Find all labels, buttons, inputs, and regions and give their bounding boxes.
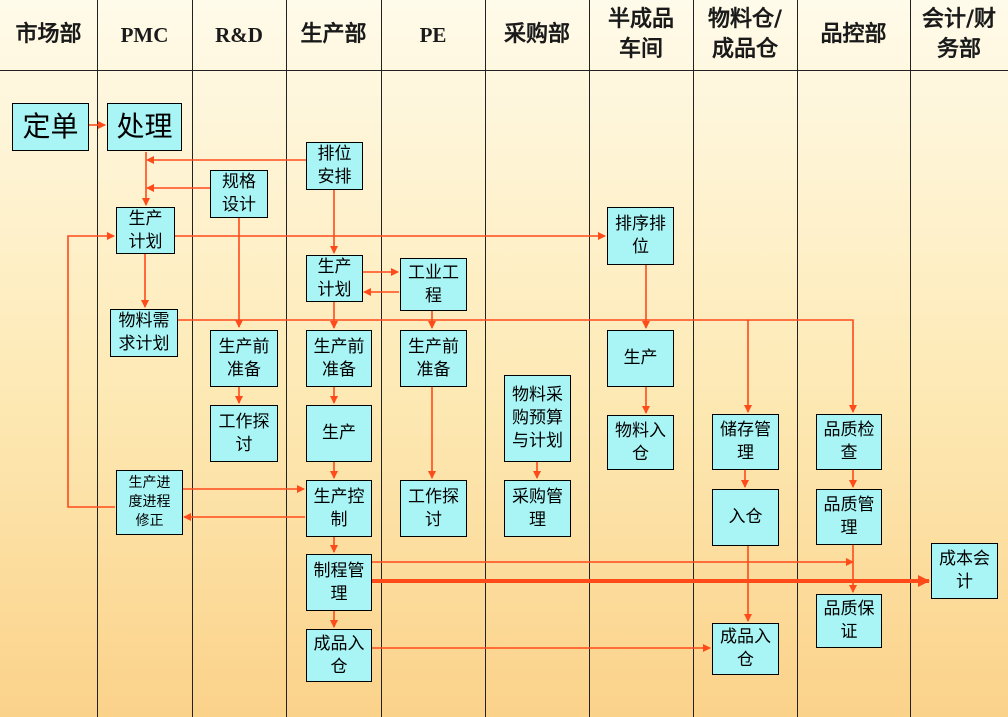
box-progress-fix: 生产进 度进程 修正 (116, 470, 183, 535)
lane-header-pe: PE (419, 23, 447, 47)
box-cost-accounting: 成本会 计 (931, 543, 998, 599)
box-process: 处理 (107, 103, 182, 151)
box-fg-in-prod: 成品入 仓 (306, 629, 372, 682)
box-prod-plan: 生产 计划 (306, 255, 363, 302)
box-schedule: 排位 安排 (306, 142, 363, 190)
box-seq-schedule: 排序排 位 (607, 207, 674, 265)
box-qc-inspect: 品质检 查 (816, 414, 882, 470)
box-rd-prep: 生产前 准备 (210, 330, 278, 387)
box-order: 定单 (12, 103, 89, 151)
box-purchase-budget: 物料采 购预算 与计划 (504, 375, 571, 462)
box-work-discuss-rd: 工作探 讨 (210, 405, 278, 462)
lane-header-qc: 品控部 (820, 22, 887, 47)
lane-divider (910, 0, 911, 717)
box-stock-in: 入仓 (712, 489, 779, 546)
box-qc-assure: 品质保 证 (816, 594, 882, 648)
box-pe-prep: 生产前 准备 (400, 330, 467, 387)
box-prod-prep: 生产前 准备 (306, 330, 372, 387)
lane-divider (797, 0, 798, 717)
box-work-discuss-pe: 工作探 讨 (400, 480, 467, 537)
box-fg-in-warehouse: 成品入 仓 (712, 623, 779, 675)
box-pmc-plan: 生产 计划 (116, 207, 175, 254)
box-prod-control: 生产控 制 (306, 480, 372, 537)
arrow-mrp-to-qc (748, 319, 857, 413)
lane-divider (381, 0, 382, 717)
box-material-in: 物料入 仓 (607, 415, 674, 470)
box-purchase-mgmt: 采购管 理 (504, 480, 571, 537)
lane-header-pmc: PMC (120, 23, 169, 47)
lane-header-rnd: R&D (215, 23, 263, 47)
lane-header-marketing: 市场部 (15, 22, 82, 47)
box-material-plan: 物料需 求计划 (110, 309, 178, 357)
lane-header-semi-workshop: 半成品 车间 (607, 7, 674, 62)
box-produce: 生产 (306, 405, 372, 462)
lane-divider (97, 0, 98, 717)
lane-divider (589, 0, 590, 717)
arrow-loop-to-pmcplan (67, 232, 115, 508)
box-semi-produce: 生产 (607, 330, 674, 387)
lane-divider (693, 0, 694, 717)
lane-header-purchasing: 采购部 (503, 22, 570, 47)
box-storage-mgmt: 储存管 理 (712, 414, 779, 470)
lane-divider (286, 0, 287, 717)
lane-header-finance: 会计/财 务部 (921, 7, 997, 62)
lane-header-warehouse: 物料仓/ 成品仓 (707, 7, 783, 62)
box-ie: 工业工 程 (400, 258, 467, 311)
box-spec-design: 规格 设计 (210, 170, 268, 218)
box-process-mgmt: 制程管 理 (306, 554, 372, 611)
header-divider (0, 70, 1008, 71)
box-qc-mgmt: 品质管 理 (816, 489, 882, 545)
lane-header-production: 生产部 (300, 22, 367, 47)
lane-divider (485, 0, 486, 717)
lane-divider (192, 0, 193, 717)
